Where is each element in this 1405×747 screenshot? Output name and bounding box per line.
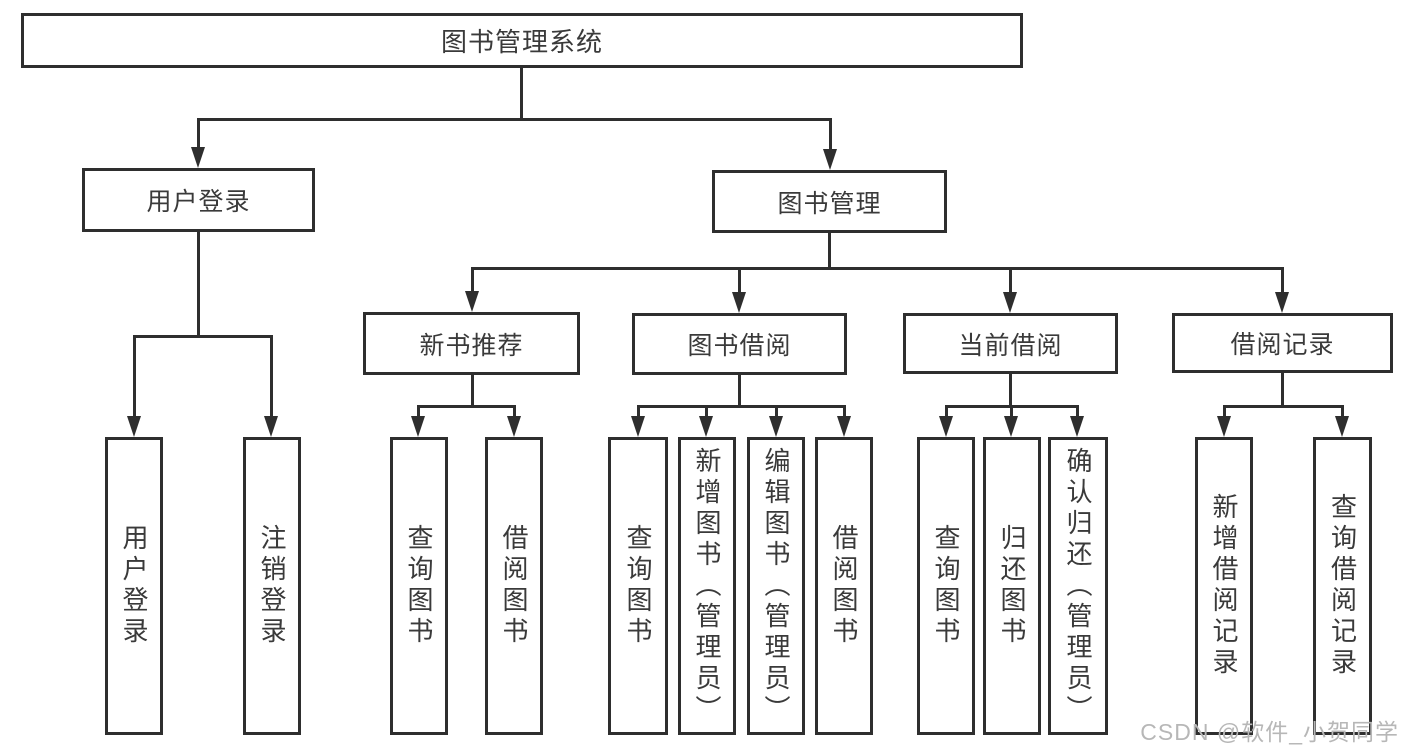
leaf-user-login-label: 用户登录 bbox=[119, 524, 149, 648]
connector-book-borrow-hbar bbox=[637, 405, 845, 408]
connector-to-current-borrow-stem bbox=[1009, 267, 1012, 294]
leaf-confirm-return-admin: 确认归还（管理员） bbox=[1048, 437, 1108, 735]
connector-book-management-stem bbox=[828, 233, 831, 269]
arrow-to-leaf-borrow-books-recommend-icon bbox=[507, 416, 521, 437]
leaf-logout-label: 注销登录 bbox=[257, 524, 287, 648]
arrow-to-leaf-logout-icon bbox=[264, 416, 278, 437]
leaf-confirm-return-admin-label: 确认归还（管理员） bbox=[1063, 446, 1093, 726]
connector-book-borrow-child1-stem bbox=[637, 405, 640, 418]
arrow-to-leaf-confirm-return-admin-icon bbox=[1070, 416, 1084, 437]
leaf-query-books-current-label: 查询图书 bbox=[931, 524, 961, 648]
node-user-login: 用户登录 bbox=[82, 168, 315, 232]
arrow-to-leaf-borrow-books-icon bbox=[837, 416, 851, 437]
leaf-add-books-admin-label: 新增图书（管理员） bbox=[692, 446, 722, 726]
connector-to-book-borrow-stem bbox=[738, 267, 741, 294]
leaf-add-borrow-record-label: 新增借阅记录 bbox=[1209, 493, 1239, 679]
connector-current-borrow-child2-stem bbox=[1010, 405, 1013, 418]
arrow-to-leaf-add-books-admin-icon bbox=[699, 416, 713, 437]
connector-book-borrow-child4-stem bbox=[843, 405, 846, 418]
connector-borrow-record-child2-stem bbox=[1341, 405, 1344, 418]
arrow-to-leaf-user-login-icon bbox=[127, 416, 141, 437]
connector-new-book-stem bbox=[471, 375, 474, 407]
arrow-to-leaf-return-books-icon bbox=[1004, 416, 1018, 437]
connector-root-hbar bbox=[197, 118, 832, 121]
leaf-edit-books-admin-label: 编辑图书（管理员） bbox=[761, 446, 791, 726]
node-book-management: 图书管理 bbox=[712, 170, 947, 233]
connector-to-new-book-stem bbox=[471, 267, 474, 294]
leaf-return-books-label: 归还图书 bbox=[997, 524, 1027, 648]
leaf-borrow-books-recommend-label: 借阅图书 bbox=[499, 524, 529, 648]
connector-book-borrow-child3-stem bbox=[775, 405, 778, 418]
leaf-query-borrow-record-label: 查询借阅记录 bbox=[1327, 493, 1358, 679]
arrow-to-leaf-query-books-borrow-icon bbox=[631, 416, 645, 437]
arrow-to-new-book-icon bbox=[465, 291, 479, 312]
leaf-borrow-books-recommend: 借阅图书 bbox=[485, 437, 543, 735]
connector-borrow-record-hbar bbox=[1223, 405, 1343, 408]
node-new-book-recommend: 新书推荐 bbox=[363, 312, 580, 375]
node-borrow-record: 借阅记录 bbox=[1172, 313, 1393, 373]
leaf-query-books-recommend: 查询图书 bbox=[390, 437, 448, 735]
connector-current-borrow-stem bbox=[1009, 374, 1012, 407]
leaf-query-borrow-record: 查询借阅记录 bbox=[1313, 437, 1372, 735]
leaf-add-books-admin: 新增图书（管理员） bbox=[678, 437, 736, 735]
arrow-to-leaf-add-borrow-record-icon bbox=[1217, 416, 1231, 437]
arrow-to-leaf-query-borrow-record-icon bbox=[1335, 416, 1349, 437]
arrow-to-book-borrow-icon bbox=[732, 292, 746, 313]
leaf-borrow-books: 借阅图书 bbox=[815, 437, 873, 735]
arrow-to-borrow-record-icon bbox=[1275, 292, 1289, 313]
connector-user-login-child1-stem bbox=[133, 335, 136, 418]
connector-root-stem bbox=[520, 68, 523, 120]
connector-new-book-child1-stem bbox=[417, 405, 420, 418]
connector-root-to-book-management-stem bbox=[829, 118, 832, 151]
connector-root-to-user-login-stem bbox=[197, 118, 200, 149]
connector-to-borrow-record-stem bbox=[1281, 267, 1284, 294]
arrow-to-book-management-icon bbox=[823, 149, 837, 170]
leaf-query-books-borrow-label: 查询图书 bbox=[623, 524, 653, 648]
node-book-borrow: 图书借阅 bbox=[632, 313, 847, 375]
connector-user-login-hbar bbox=[133, 335, 273, 338]
csdn-watermark: CSDN @软件_小贺同学 bbox=[1140, 719, 1399, 745]
connector-new-book-child2-stem bbox=[513, 405, 516, 418]
leaf-logout: 注销登录 bbox=[243, 437, 301, 735]
arrow-to-leaf-query-books-recommend-icon bbox=[411, 416, 425, 437]
leaf-user-login: 用户登录 bbox=[105, 437, 163, 735]
connector-current-borrow-child1-stem bbox=[945, 405, 948, 418]
leaf-query-books-recommend-label: 查询图书 bbox=[404, 524, 434, 648]
node-root-system: 图书管理系统 bbox=[21, 13, 1023, 68]
arrow-to-user-login-icon bbox=[191, 147, 205, 168]
connector-borrow-record-stem bbox=[1281, 373, 1284, 407]
connector-book-management-hbar bbox=[471, 267, 1283, 270]
leaf-query-books-current: 查询图书 bbox=[917, 437, 975, 735]
arrow-to-leaf-edit-books-admin-icon bbox=[769, 416, 783, 437]
leaf-edit-books-admin: 编辑图书（管理员） bbox=[747, 437, 805, 735]
node-current-borrow: 当前借阅 bbox=[903, 313, 1118, 374]
leaf-add-borrow-record: 新增借阅记录 bbox=[1195, 437, 1253, 735]
connector-current-borrow-child3-stem bbox=[1076, 405, 1079, 418]
arrow-to-leaf-query-books-current-icon bbox=[939, 416, 953, 437]
connector-borrow-record-child1-stem bbox=[1223, 405, 1226, 418]
connector-new-book-hbar bbox=[417, 405, 515, 408]
connector-book-borrow-child2-stem bbox=[705, 405, 708, 418]
arrow-to-current-borrow-icon bbox=[1003, 292, 1017, 313]
leaf-borrow-books-label: 借阅图书 bbox=[829, 524, 859, 648]
connector-user-login-child2-stem bbox=[270, 335, 273, 418]
leaf-query-books-borrow: 查询图书 bbox=[608, 437, 668, 735]
connector-book-borrow-stem bbox=[738, 375, 741, 407]
leaf-return-books: 归还图书 bbox=[983, 437, 1041, 735]
connector-user-login-stem bbox=[197, 232, 200, 337]
